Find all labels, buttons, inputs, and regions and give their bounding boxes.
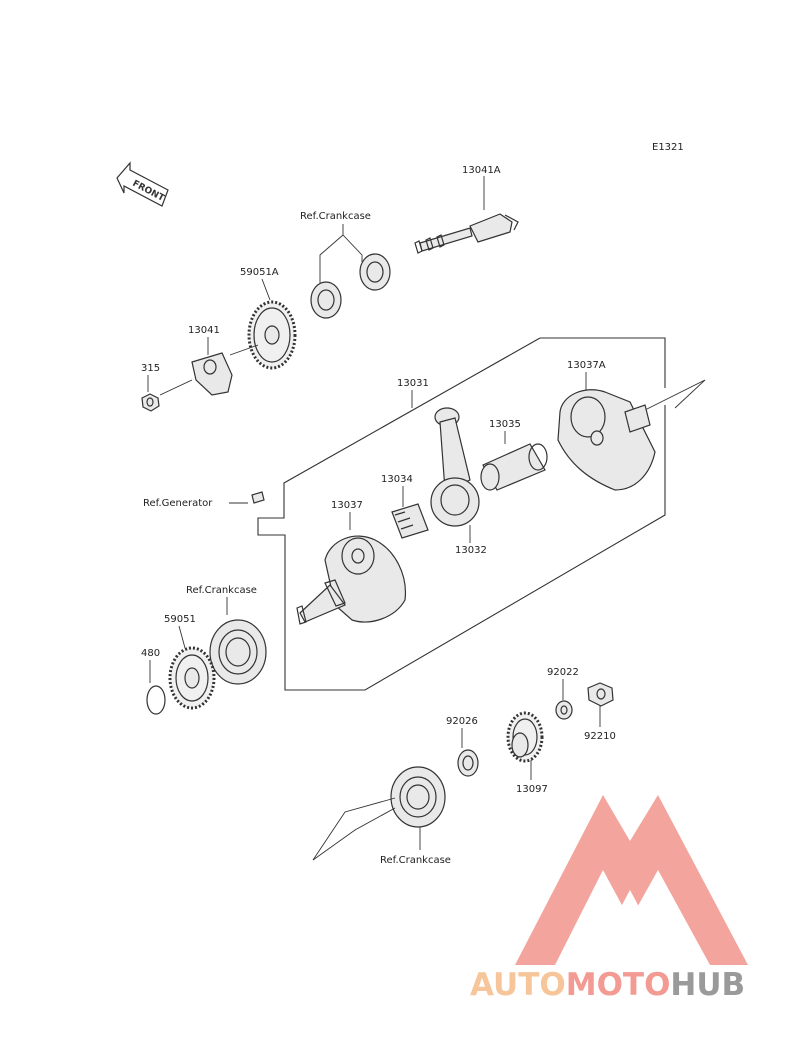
label-13041: 13041 [188, 325, 220, 336]
watermark-text: AUTOMOTOHUB [470, 967, 745, 1003]
woodruff-key [251, 491, 265, 504]
crankshaft-assembly-frame [257, 337, 666, 691]
crank-web-13037 [296, 535, 407, 625]
label-ref-crankcase-1: Ref.Crankcase [300, 211, 371, 222]
bearing-right-top [359, 253, 391, 291]
watermark-auto: AUTO [470, 967, 566, 1003]
gear-59051A [247, 300, 297, 370]
leader-315-shaft [159, 379, 193, 396]
needle-bearing-13034 [391, 503, 429, 539]
label-13037A: 13037A [567, 360, 606, 371]
connecting-rod-13032 [430, 407, 480, 527]
label-13034: 13034 [381, 474, 413, 485]
label-480: 480 [141, 648, 160, 659]
leader-59051A [261, 278, 271, 301]
gear-13097 [506, 711, 544, 763]
collar-92026 [457, 749, 479, 777]
label-59051A: 59051A [240, 267, 279, 278]
label-92022: 92022 [547, 667, 579, 678]
label-315: 315 [141, 363, 160, 374]
nut-315 [141, 393, 160, 412]
label-ref-crankcase-3: Ref.Crankcase [380, 855, 451, 866]
label-13031: 13031 [397, 378, 429, 389]
label-92026: 92026 [446, 716, 478, 727]
axis-arrow-right [644, 379, 706, 411]
circlip-480 [146, 685, 166, 715]
diagram-code: E1321 [652, 142, 684, 153]
automotohub-watermark: AUTOMOTOHUB [470, 795, 748, 1003]
label-92210: 92210 [584, 731, 616, 742]
watermark-moto: MOTO [566, 967, 671, 1003]
balancer-shaft-13041A [414, 213, 519, 254]
balancer-weight-13041 [191, 352, 233, 396]
front-arrow-icon: FRONT [116, 161, 169, 207]
watermark-hub: HUB [670, 967, 745, 1003]
label-13041A: 13041A [462, 165, 501, 176]
bearing-left-bottom [209, 619, 267, 685]
label-13037: 13037 [331, 500, 363, 511]
bearing-left-top [310, 281, 342, 319]
label-ref-crankcase-2: Ref.Crankcase [186, 585, 257, 596]
axis-arrow-left [312, 797, 396, 861]
crank-web-13037A [557, 389, 656, 491]
label-ref-generator: Ref.Generator [143, 498, 213, 509]
crank-pin-13035 [480, 443, 548, 491]
washer-92022 [555, 700, 573, 720]
label-13035: 13035 [489, 419, 521, 430]
bearing-bottom [390, 766, 446, 828]
leader-59051 [178, 625, 186, 649]
label-13097: 13097 [516, 784, 548, 795]
leader-13041-shaft [229, 344, 259, 356]
gear-59051 [168, 646, 216, 710]
watermark-triangle-logo-icon [515, 795, 748, 965]
label-13032: 13032 [455, 545, 487, 556]
leader-ref-crankcase-1 [319, 224, 363, 285]
nut-92210 [587, 682, 614, 707]
label-59051: 59051 [164, 614, 196, 625]
